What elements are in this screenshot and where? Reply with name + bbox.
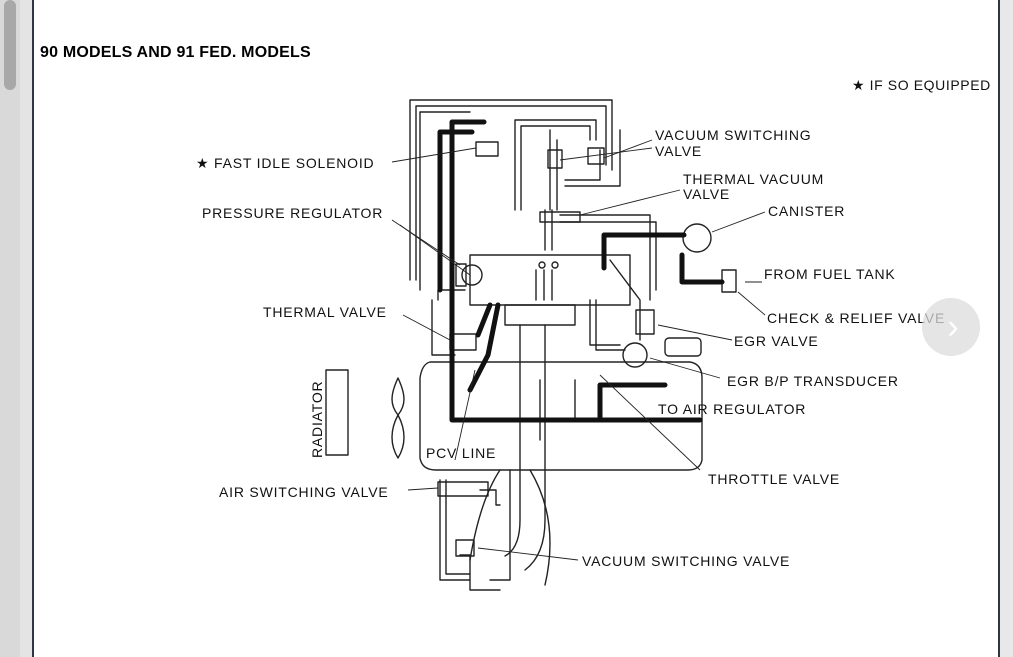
label-to-air-regulator: TO AIR REGULATOR <box>658 401 806 417</box>
label-canister: CANISTER <box>768 203 845 219</box>
intake-plenum <box>469 254 631 306</box>
label-egr-valve: EGR VALVE <box>734 333 819 349</box>
egr-transducer-shape <box>622 342 648 368</box>
label-check-relief-valve: CHECK & RELIEF VALVE <box>767 310 945 326</box>
fan-blade-bottom <box>391 414 405 459</box>
label-fast-idle-solenoid: ★ FAST IDLE SOLENOID <box>196 155 374 171</box>
right-gutter <box>1000 0 1013 657</box>
egr-valve-shape <box>635 309 655 335</box>
vacuum-switching-valve-bottom-shape <box>455 539 475 557</box>
vacuum-hose-thick-2 <box>437 129 475 293</box>
air-intake-tube <box>504 324 546 571</box>
throttle-body <box>504 304 576 326</box>
left-gutter <box>20 0 32 657</box>
intake-boot <box>469 469 551 586</box>
label-thermal-vacuum-valve-line1: THERMAL VACUUM <box>683 171 824 187</box>
label-vacuum-switching-valve-bottom: VACUUM SWITCHING VALVE <box>582 553 790 569</box>
label-thermal-valve: THERMAL VALVE <box>263 304 387 320</box>
next-page-button[interactable]: › <box>922 298 980 356</box>
label-throttle-valve: THROTTLE VALVE <box>708 471 840 487</box>
equipment-note: ★ IF SO EQUIPPED <box>852 77 991 93</box>
fast-idle-solenoid-shape <box>475 141 499 157</box>
thermal-vacuum-valve-shape <box>539 211 581 223</box>
label-pressure-regulator: PRESSURE REGULATOR <box>202 205 383 221</box>
fan-blade-top <box>391 377 405 416</box>
page-title: 90 MODELS AND 91 FED. MODELS <box>40 44 311 61</box>
label-radiator: RADIATOR <box>309 381 325 458</box>
pressure-regulator-shape <box>461 264 483 286</box>
label-air-switching-valve: AIR SWITCHING VALVE <box>219 484 388 500</box>
scrollbar[interactable] <box>0 0 20 657</box>
label-thermal-vacuum-valve-line2: VALVE <box>683 186 730 202</box>
engine-block <box>419 361 703 471</box>
scrollbar-thumb[interactable] <box>4 0 16 90</box>
vacuum-hose-thick-1 <box>449 119 703 423</box>
label-vacuum-switching-valve-top-line1: VACUUM SWITCHING <box>655 127 811 143</box>
chevron-right-icon: › <box>947 308 959 346</box>
canister-shape <box>682 223 712 253</box>
radiator-shape <box>325 369 349 456</box>
label-vacuum-switching-valve-top-line2: VALVE <box>655 143 702 159</box>
label-from-fuel-tank: FROM FUEL TANK <box>764 266 896 282</box>
document-page: 90 MODELS AND 91 FED. MODELS ★ IF SO EQU… <box>32 0 1000 657</box>
label-egr-bp-transducer: EGR B/P TRANSDUCER <box>727 373 899 389</box>
label-pcv-line: PCV LINE <box>426 445 496 461</box>
air-switching-valve-shape <box>437 481 489 497</box>
